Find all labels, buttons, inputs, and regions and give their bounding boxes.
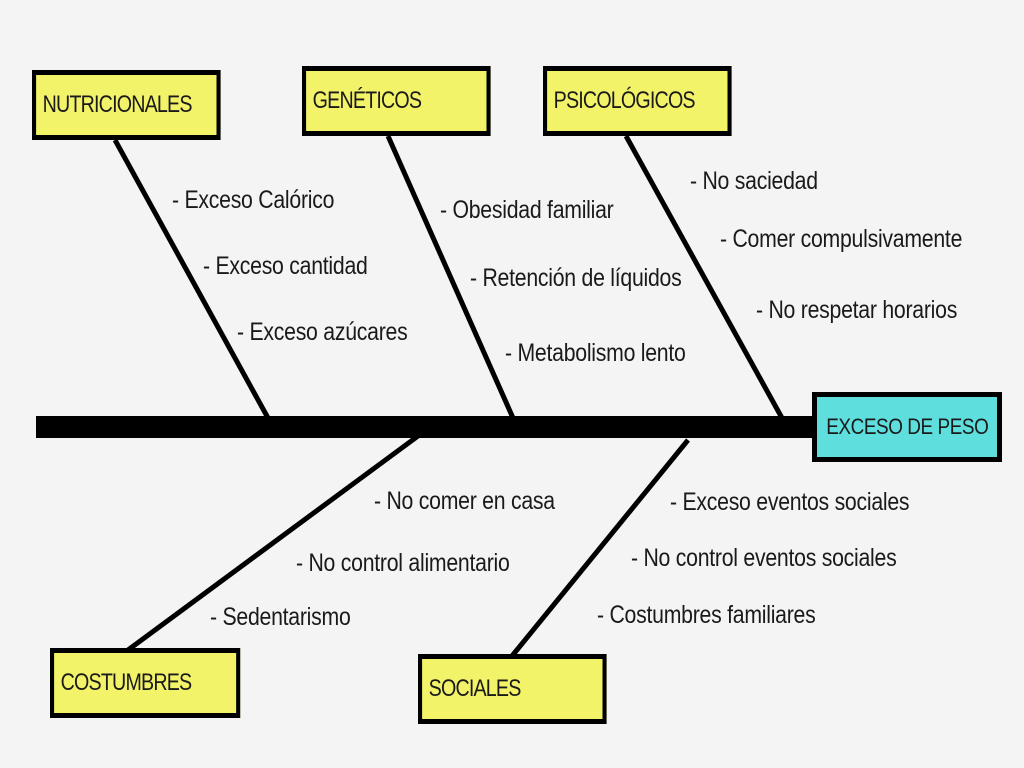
category-box-sociales: SOCIALES (418, 654, 607, 724)
bone-line-sociales (510, 438, 690, 658)
bone-line-nutricionales (112, 138, 271, 420)
cause-item: - Exceso azúcares (237, 318, 408, 346)
cause-item: - No comer en casa (374, 487, 555, 515)
effect-box: EXCESO DE PESO (812, 392, 1002, 462)
category-label-nutricionales: NUTRICIONALES (42, 91, 193, 118)
bone-line-geneticos (385, 134, 516, 420)
cause-item: - Exceso cantidad (203, 252, 368, 280)
cause-item: - Sedentarismo (210, 603, 351, 631)
effect-label: EXCESO DE PESO (825, 414, 989, 439)
cause-item: - No saciedad (690, 167, 818, 195)
cause-item: - Metabolismo lento (505, 339, 686, 367)
category-box-costumbres: COSTUMBRES (50, 648, 241, 718)
cause-item: - Exceso eventos sociales (670, 488, 910, 516)
cause-item: - No control alimentario (296, 549, 510, 577)
cause-item: - No control eventos sociales (631, 544, 897, 572)
cause-item: - Costumbres familiares (597, 601, 816, 629)
bone-line-costumbres (126, 433, 420, 653)
category-box-nutricionales: NUTRICIONALES (32, 70, 221, 140)
category-label-geneticos: GENÉTICOS (312, 87, 422, 114)
category-label-costumbres: COSTUMBRES (60, 669, 192, 696)
spine-line (36, 416, 816, 438)
cause-item: - Comer compulsivamente (720, 225, 963, 253)
cause-item: - Retención de líquidos (470, 264, 682, 292)
category-label-sociales: SOCIALES (428, 675, 522, 702)
category-box-geneticos: GENÉTICOS (302, 66, 491, 136)
cause-item: - Obesidad familiar (440, 196, 614, 224)
category-box-psicologicos: PSICOLÓGICOS (543, 66, 732, 136)
cause-item: - Exceso Calórico (172, 186, 335, 214)
cause-item: - No respetar horarios (756, 296, 958, 324)
category-label-psicologicos: PSICOLÓGICOS (553, 87, 696, 114)
bone-line-psicologicos (623, 134, 785, 420)
